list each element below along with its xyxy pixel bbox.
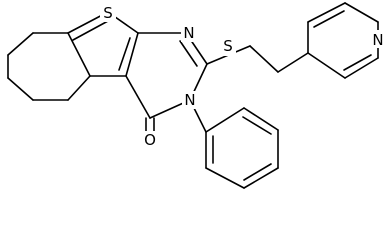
carbonyl-group xyxy=(145,117,155,133)
bond xyxy=(307,2,346,23)
bond xyxy=(125,75,151,119)
bond xyxy=(72,20,109,41)
bond xyxy=(67,32,91,77)
bond xyxy=(7,32,34,56)
molecule-structure-diagram: S N S N O N xyxy=(7,2,386,189)
bond xyxy=(125,32,139,77)
bond xyxy=(243,167,279,189)
bond xyxy=(344,57,379,79)
bond xyxy=(313,10,345,28)
atom-label-pyrimidine-n3: N xyxy=(184,91,195,109)
bond xyxy=(343,54,372,71)
bond xyxy=(277,52,309,73)
atom-label-thioether-sulfur: S xyxy=(223,37,233,55)
bond xyxy=(205,167,245,189)
atom-label-pyridine-nitrogen: N xyxy=(372,31,383,49)
bond xyxy=(243,163,272,181)
atom-label-thiophene-sulfur: S xyxy=(103,4,113,22)
bond xyxy=(179,40,198,67)
bond xyxy=(7,77,34,101)
pyridine-ring xyxy=(307,2,379,79)
bond xyxy=(118,37,131,71)
cyclohexane-ring xyxy=(7,32,91,101)
bond xyxy=(307,52,346,79)
phenyl-ring xyxy=(189,99,279,189)
atom-label-pyrimidine-n1: N xyxy=(183,24,194,42)
bond xyxy=(249,45,279,73)
bond xyxy=(243,107,279,131)
bond xyxy=(344,2,379,23)
bond xyxy=(205,107,245,133)
bond xyxy=(67,75,91,101)
atom-labels: S N S N O N xyxy=(100,4,386,149)
atom-label-carbonyl-oxygen: O xyxy=(144,131,156,149)
bond xyxy=(242,116,272,135)
